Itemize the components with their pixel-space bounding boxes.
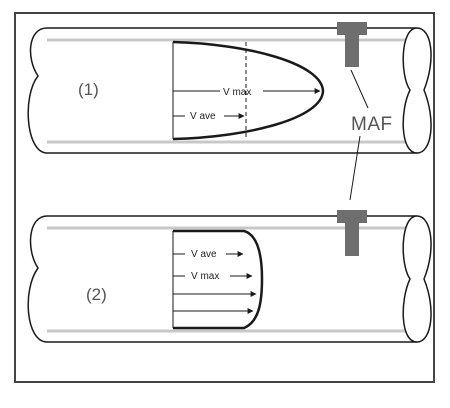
figure-border (14, 12, 435, 383)
maf-label: MAF (351, 114, 393, 135)
pipe-1-left-end (27, 27, 48, 154)
pipe-1-vave-label: V ave (190, 111, 216, 122)
pipe-2-right-end (402, 215, 432, 343)
pipe-1-label: (1) (78, 80, 99, 99)
maf-sensor-2 (337, 210, 367, 256)
pipe-2-flat-profile (173, 229, 264, 330)
maf-leader-line-top (350, 69, 369, 109)
pipe-2-label: (2) (86, 285, 107, 304)
pipe-1: V max V ave (1) (27, 22, 432, 154)
pipe-1-vmax-label: V max (223, 87, 251, 98)
maf-label-backdrop (348, 110, 400, 134)
pipe-1-right-end (402, 27, 432, 154)
pipe-1-parabolic-profile (172, 40, 325, 141)
maf-sensor-1 (337, 22, 367, 67)
maf-leader-line-bottom (349, 135, 361, 201)
pipe-2-left-end (27, 215, 48, 343)
pipe-2: V ave V max (2) (27, 210, 432, 343)
pipe-2-vave-label: V ave (191, 249, 217, 260)
pipe-2-vmax-label: V max (191, 271, 219, 282)
